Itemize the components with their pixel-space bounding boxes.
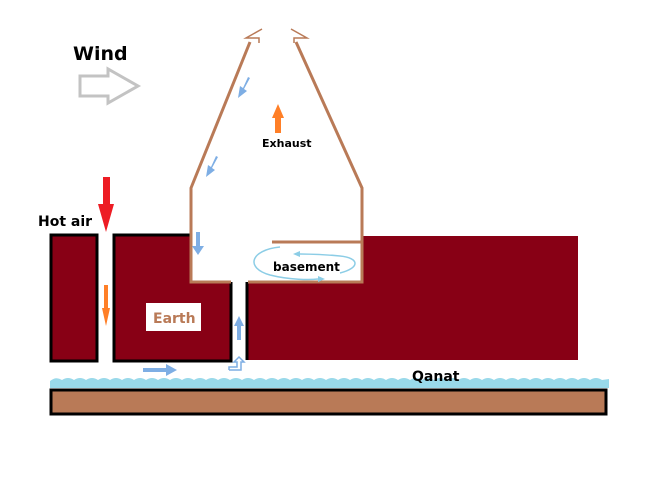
qanat-label: Qanat xyxy=(412,369,460,385)
exhaust-label: Exhaust xyxy=(262,137,312,150)
hot-air-arrow-icon xyxy=(98,177,114,232)
tower-cap-right xyxy=(290,28,310,43)
earth-block-left xyxy=(49,233,99,363)
tower-cap-left xyxy=(243,28,263,43)
ground-layer xyxy=(49,388,608,416)
windcatcher-tower xyxy=(191,42,362,282)
cool-air-arrow-icon xyxy=(192,77,250,255)
exhaust-arrow-icon xyxy=(272,104,284,133)
cool-air-flow-icon xyxy=(143,316,244,376)
tower-wall-right xyxy=(248,41,364,284)
earth-label-box xyxy=(146,303,201,331)
warm-air-arrow-icon xyxy=(102,285,110,326)
tower-wall-left xyxy=(189,41,252,284)
wind-label: Wind xyxy=(73,43,128,65)
cool-air-turn-icon xyxy=(228,355,246,371)
basement-circulation-icon xyxy=(253,246,319,281)
wind-arrow-icon xyxy=(78,66,142,106)
qanat-water xyxy=(50,378,609,388)
hot-air-label: Hot air xyxy=(38,214,92,230)
earth-label: Earth xyxy=(153,311,196,327)
basement-label: basement xyxy=(273,260,340,274)
